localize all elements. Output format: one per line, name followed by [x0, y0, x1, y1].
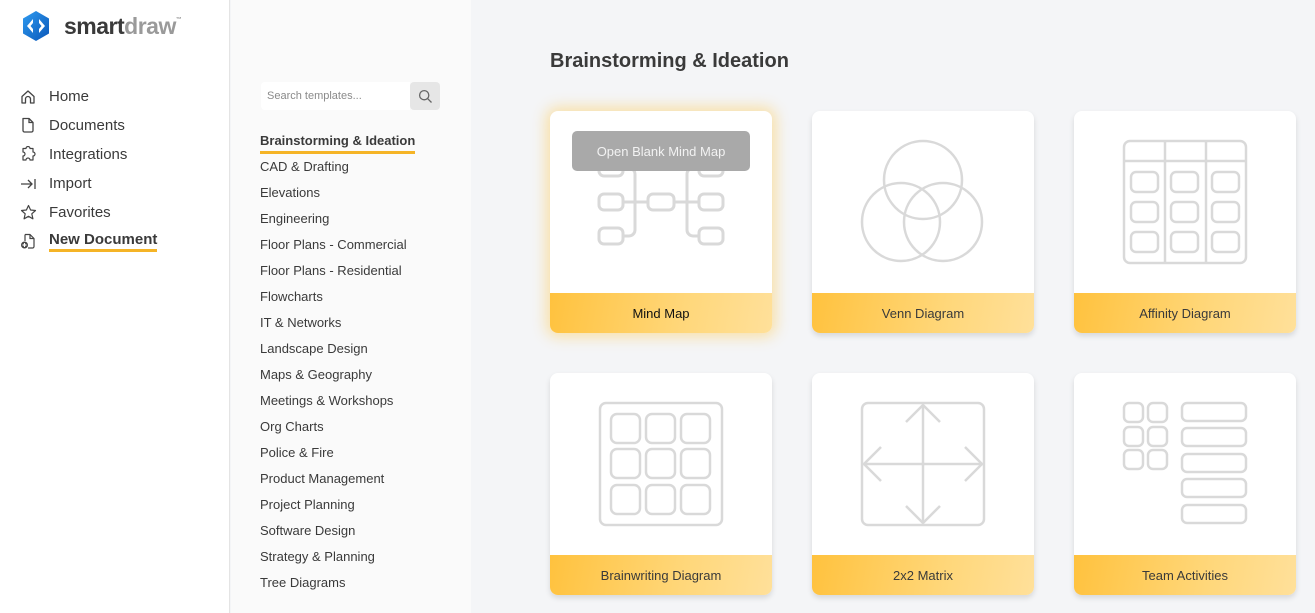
category-label: Product Management	[260, 471, 385, 486]
category-flowcharts[interactable]: Flowcharts	[260, 286, 415, 312]
affinity-diagram-icon	[1074, 111, 1296, 293]
category-it-networks[interactable]: IT & Networks	[260, 312, 415, 338]
brainwriting-icon	[550, 373, 772, 555]
category-tree-diagrams[interactable]: Tree Diagrams	[260, 572, 415, 598]
nav-label-new-document: New Document	[49, 231, 158, 252]
smartdraw-logo[interactable]: smartdraw™	[20, 10, 182, 42]
puzzle-icon	[19, 146, 37, 164]
template-card-affinity-diagram[interactable]: Affinity Diagram	[1074, 111, 1296, 333]
open-blank-mind-map-button[interactable]: Open Blank Mind Map	[572, 131, 750, 171]
matrix-icon	[812, 373, 1034, 555]
category-police-fire[interactable]: Police & Fire	[260, 442, 415, 468]
category-label: Flowcharts	[260, 289, 323, 304]
card-label: Team Activities	[1074, 555, 1296, 595]
card-label: Venn Diagram	[812, 293, 1034, 333]
category-landscape-design[interactable]: Landscape Design	[260, 338, 415, 364]
import-arrow-icon	[19, 175, 37, 193]
category-label: Police & Fire	[260, 445, 334, 460]
card-label: Mind Map	[550, 293, 772, 333]
nav-item-import[interactable]: Import	[19, 169, 157, 198]
category-label: Software Design	[260, 523, 356, 538]
left-navigation: smartdraw™ Home Documents Integrations	[0, 0, 230, 613]
home-icon	[19, 88, 37, 106]
category-floor-plans-residential[interactable]: Floor Plans - Residential	[260, 260, 415, 286]
category-org-charts[interactable]: Org Charts	[260, 416, 415, 442]
card-label: Brainwriting Diagram	[550, 555, 772, 595]
category-project-planning[interactable]: Project Planning	[260, 494, 415, 520]
template-card-mind-map[interactable]: Open Blank Mind Map Mind Map	[550, 111, 772, 333]
logo-text-draw: draw	[124, 12, 176, 39]
category-strategy-planning[interactable]: Strategy & Planning	[260, 546, 415, 572]
search-button[interactable]	[410, 82, 440, 110]
category-label: Engineering	[260, 211, 330, 226]
category-cad-drafting[interactable]: CAD & Drafting	[260, 156, 415, 182]
category-label: Project Planning	[260, 497, 355, 512]
nav-label-integrations: Integrations	[49, 146, 128, 163]
category-label: Floor Plans - Commercial	[260, 237, 407, 252]
category-label: CAD & Drafting	[260, 159, 349, 174]
category-maps-geography[interactable]: Maps & Geography	[260, 364, 415, 390]
nav-label-documents: Documents	[49, 117, 125, 134]
nav-item-home[interactable]: Home	[19, 82, 157, 111]
trademark: ™	[175, 16, 182, 23]
template-category-panel: Brainstorming & Ideation CAD & Drafting …	[231, 0, 471, 613]
nav-label-home: Home	[49, 88, 90, 105]
category-label: Tree Diagrams	[260, 575, 346, 590]
template-gallery: Brainstorming & Ideation Open Blank Mind…	[471, 0, 1315, 613]
logo-wordmark: smartdraw™	[64, 12, 182, 40]
category-meetings-workshops[interactable]: Meetings & Workshops	[260, 390, 415, 416]
category-label: Strategy & Planning	[260, 549, 375, 564]
category-label: Org Charts	[260, 419, 324, 434]
template-card-venn-diagram[interactable]: Venn Diagram	[812, 111, 1034, 333]
new-document-icon	[19, 233, 37, 251]
category-engineering[interactable]: Engineering	[260, 208, 415, 234]
template-search	[261, 82, 440, 110]
category-software-design[interactable]: Software Design	[260, 520, 415, 546]
category-label: Maps & Geography	[260, 367, 373, 382]
logo-text-smart: smart	[64, 12, 125, 39]
category-label: IT & Networks	[260, 315, 342, 330]
category-floor-plans-commercial[interactable]: Floor Plans - Commercial	[260, 234, 415, 260]
nav-item-integrations[interactable]: Integrations	[19, 140, 157, 169]
category-label: Elevations	[260, 185, 320, 200]
template-card-brainwriting-diagram[interactable]: Brainwriting Diagram	[550, 373, 772, 595]
smartdraw-logo-icon	[23, 11, 49, 41]
nav-item-new-document[interactable]: New Document	[19, 227, 158, 256]
page-title: Brainstorming & Ideation	[550, 50, 789, 72]
category-list: Brainstorming & Ideation CAD & Drafting …	[260, 130, 416, 598]
main-nav: Home Documents Integrations Import Favor…	[19, 82, 158, 256]
star-icon	[19, 204, 37, 222]
search-icon	[418, 89, 432, 103]
category-label: Brainstorming & Ideation	[260, 131, 416, 154]
nav-item-favorites[interactable]: Favorites	[19, 198, 157, 227]
venn-diagram-icon	[812, 111, 1034, 293]
template-card-2x2-matrix[interactable]: 2x2 Matrix	[812, 373, 1034, 595]
nav-label-favorites: Favorites	[49, 204, 111, 221]
document-icon	[19, 117, 37, 135]
category-product-management[interactable]: Product Management	[260, 468, 415, 494]
category-label: Landscape Design	[260, 341, 368, 356]
search-templates-input[interactable]	[261, 82, 410, 110]
card-label: 2x2 Matrix	[812, 555, 1034, 595]
category-elevations[interactable]: Elevations	[260, 182, 415, 208]
template-card-team-activities[interactable]: Team Activities	[1074, 373, 1296, 595]
category-label: Floor Plans - Residential	[260, 263, 402, 278]
category-brainstorming-ideation[interactable]: Brainstorming & Ideation	[260, 130, 416, 156]
nav-item-documents[interactable]: Documents	[19, 111, 157, 140]
nav-label-import: Import	[49, 175, 92, 192]
category-label: Meetings & Workshops	[260, 393, 394, 408]
team-activities-icon	[1074, 373, 1296, 555]
card-label: Affinity Diagram	[1074, 293, 1296, 333]
